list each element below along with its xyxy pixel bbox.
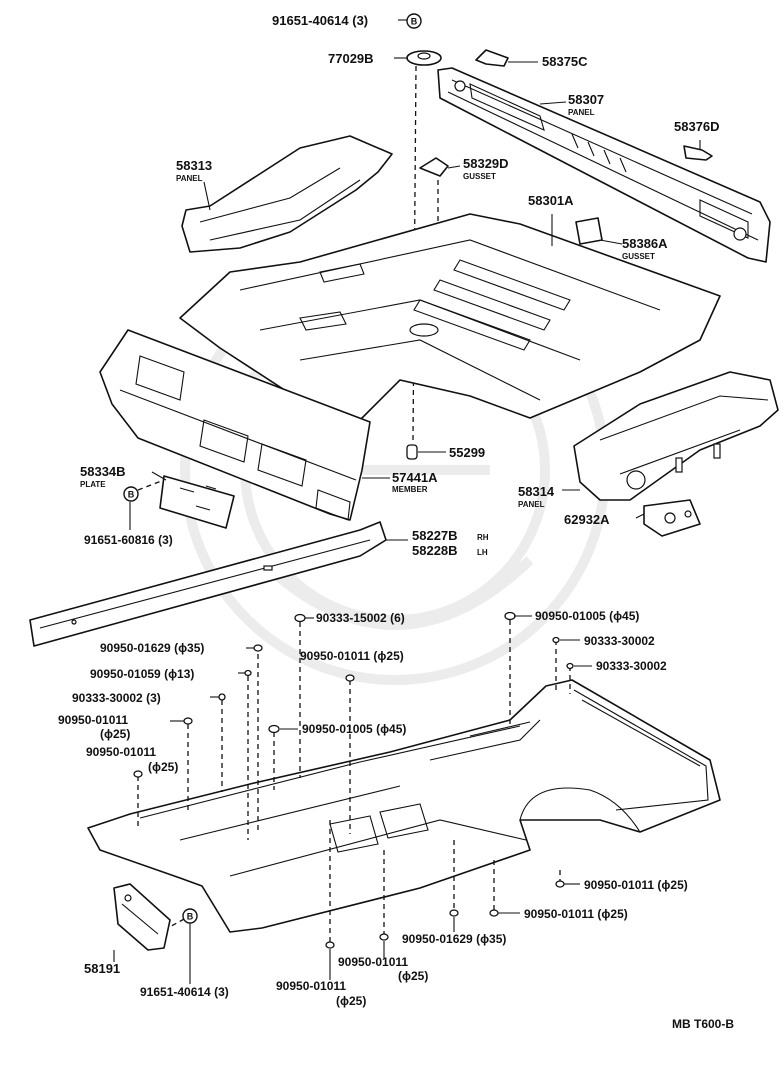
label-58227b: 58227B xyxy=(412,528,458,543)
plug-55299 xyxy=(406,444,418,460)
label-58334b-sub: PLATE xyxy=(80,480,106,489)
label-58227b-side: RH xyxy=(477,533,489,542)
plug-axes xyxy=(137,620,571,944)
label-58301a: 58301A xyxy=(528,193,574,208)
part-58386a-gusset xyxy=(575,217,603,245)
svg-text:B: B xyxy=(187,912,194,922)
label-58386a-sub: GUSSET xyxy=(622,252,655,261)
label-plug-01011-b-size: (ϕ25) xyxy=(100,727,130,741)
label-bolt-bottom: 91651-40614 (3) xyxy=(140,985,229,999)
top-bolt-and-pad: B xyxy=(406,13,442,441)
leader-lines xyxy=(113,19,701,984)
label-58329d: 58329D xyxy=(463,156,509,171)
label-plug-01629-b: 90950-01629 (ϕ35) xyxy=(402,932,506,946)
label-58329d-sub: GUSSET xyxy=(463,172,496,181)
label-plug-01005-top: 90950-01005 (ϕ45) xyxy=(535,609,639,623)
label-58228b-side: LH xyxy=(477,548,488,557)
diagram-reference: MB T600-B xyxy=(672,1017,734,1031)
label-58307: 58307 xyxy=(568,92,604,107)
label-55299: 55299 xyxy=(449,445,485,460)
bolt-91651-60816: B xyxy=(123,479,165,502)
label-plug-01011-f-size: (ϕ25) xyxy=(398,969,428,983)
label-plug-30002-a: 90333-30002 xyxy=(584,634,655,648)
label-plug-01629-a: 90950-01629 (ϕ35) xyxy=(100,641,204,655)
label-58314: 58314 xyxy=(518,484,555,499)
plug-markers xyxy=(133,611,574,949)
part-58375c xyxy=(475,49,509,67)
label-plug-01011-f: 90950-01011 xyxy=(338,955,408,969)
part-58307-panel xyxy=(437,67,771,263)
label-58307-sub: PANEL xyxy=(568,108,595,117)
label-58313: 58313 xyxy=(176,158,212,173)
label-57441a-sub: MEMBER xyxy=(392,485,428,494)
part-62932a-bracket xyxy=(643,499,701,537)
label-58386a: 58386A xyxy=(622,236,668,251)
label-58313-sub: PANEL xyxy=(176,174,203,183)
part-57441a-member xyxy=(99,329,371,521)
label-58334b: 58334B xyxy=(80,464,126,479)
part-58313-panel xyxy=(181,135,393,253)
label-plug-01011-b: 90950-01011 xyxy=(58,713,128,727)
part-58334b-plate xyxy=(159,475,235,529)
label-plug-01011-g-size: (ϕ25) xyxy=(336,994,366,1008)
label-58228b: 58228B xyxy=(412,543,458,558)
part-58329d-gusset xyxy=(419,157,449,177)
label-plug-01005-mid: 90950-01005 (ϕ45) xyxy=(302,722,406,736)
label-58376d: 58376D xyxy=(674,119,720,134)
label-plug-01011-g: 90950-01011 xyxy=(276,979,346,993)
label-77029b: 77029B xyxy=(328,51,374,66)
underbody-floor xyxy=(87,679,721,933)
part-58376d xyxy=(683,145,713,161)
label-bolt-top: 91651-40614 (3) xyxy=(272,13,368,28)
label-57441a: 57441A xyxy=(392,470,438,485)
svg-text:B: B xyxy=(128,490,135,500)
label-plug-30002-b: 90333-30002 xyxy=(596,659,667,673)
label-plug-01011-a: 90950-01011 (ϕ25) xyxy=(300,649,404,663)
label-plug-30002-c: 90333-30002 (3) xyxy=(72,691,161,705)
svg-text:B: B xyxy=(411,17,418,27)
label-plug-01011-d: 90950-01011 (ϕ25) xyxy=(584,878,688,892)
label-plug-01011-c-size: (ϕ25) xyxy=(148,760,178,774)
label-bolt-left: 91651-60816 (3) xyxy=(84,533,173,547)
bolt-91651-40614-bottom: B xyxy=(182,908,198,924)
label-plug-01059: 90950-01059 (ϕ13) xyxy=(90,667,194,681)
label-58314-sub: PANEL xyxy=(518,500,545,509)
part-labels: 91651-40614 (3) 77029B 58375C 58307 PANE… xyxy=(58,13,734,1031)
part-58314-panel xyxy=(573,371,779,501)
label-62932a: 62932A xyxy=(564,512,610,527)
label-58191: 58191 xyxy=(84,961,120,976)
part-58191-bracket xyxy=(113,883,171,951)
label-plug-01011-e: 90950-01011 (ϕ25) xyxy=(524,907,628,921)
part-58301a-floor-pan xyxy=(179,213,721,421)
label-58375c: 58375C xyxy=(542,54,588,69)
label-plug-15002: 90333-15002 (6) xyxy=(316,611,405,625)
label-plug-01011-c: 90950-01011 xyxy=(86,745,156,759)
